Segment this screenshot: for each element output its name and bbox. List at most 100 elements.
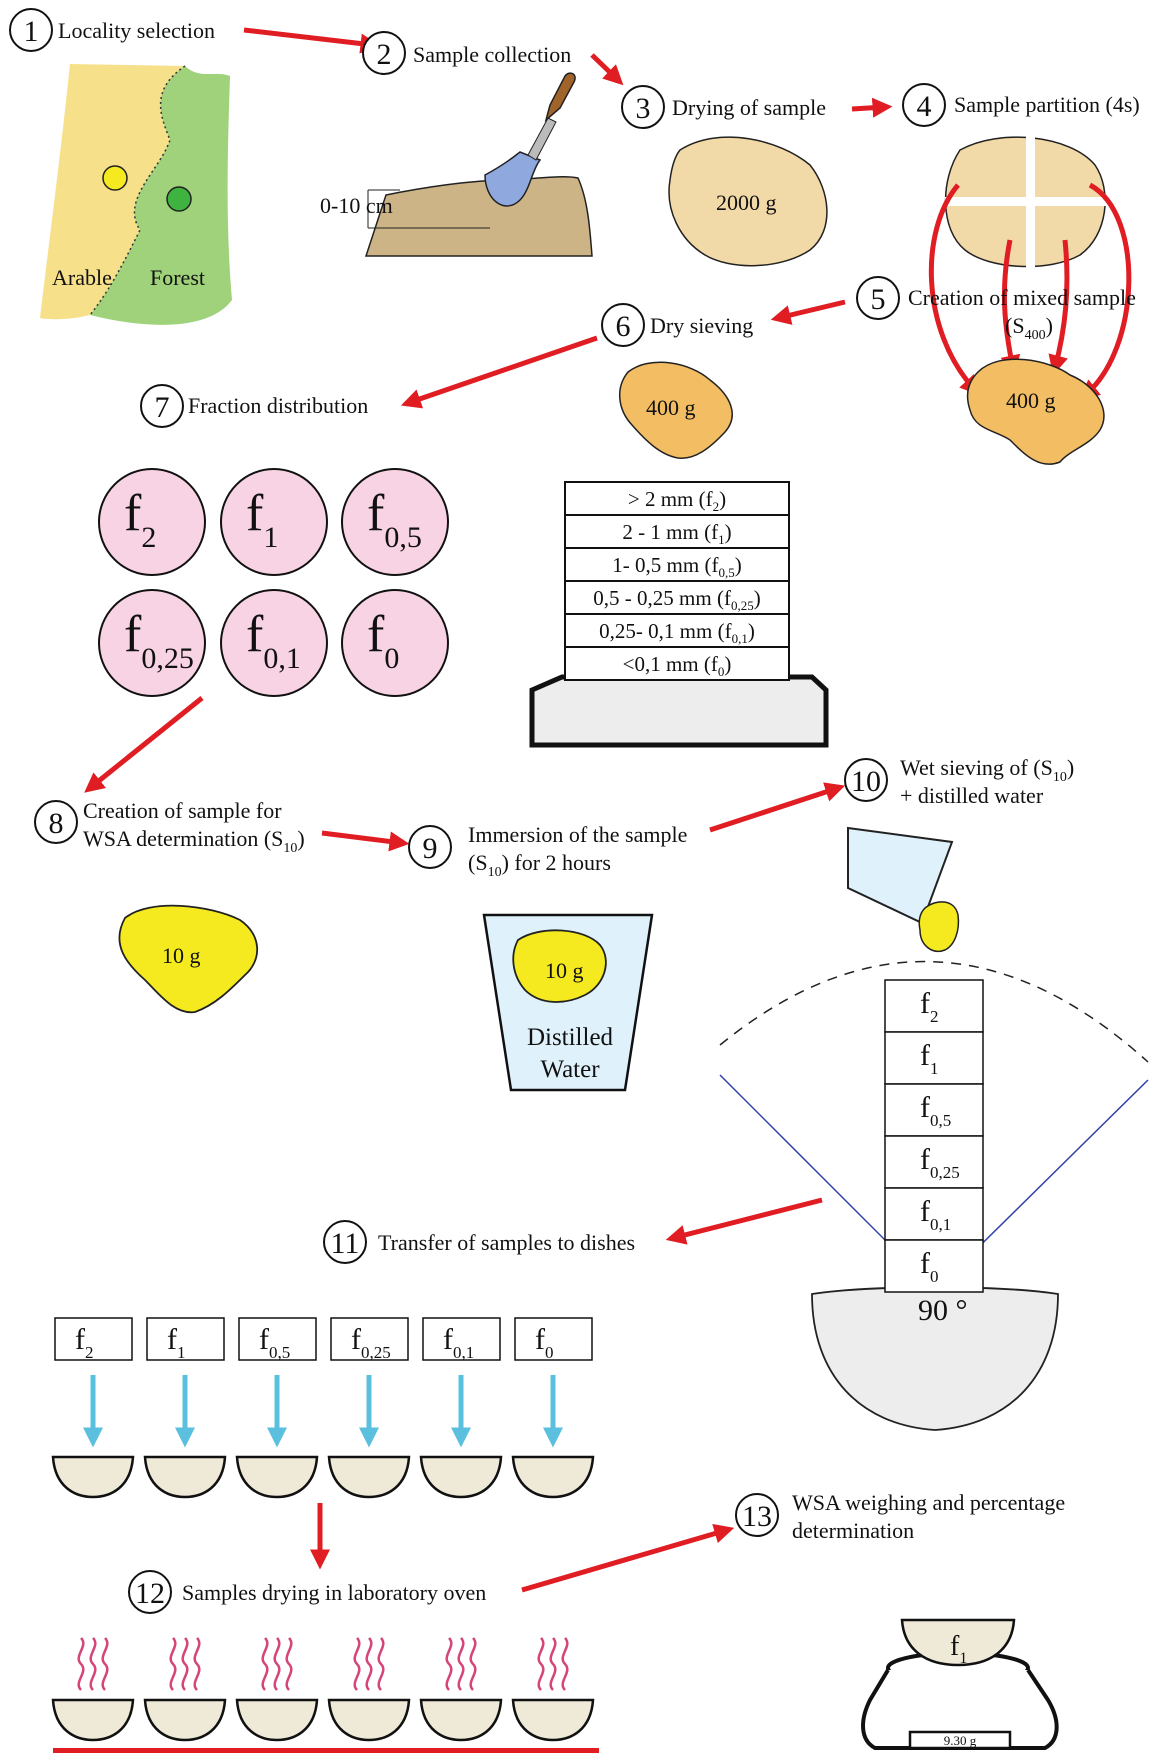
poured-sample <box>918 901 960 952</box>
step-number: 7 <box>155 391 170 424</box>
collection-dish <box>327 1455 411 1499</box>
step-label-line2: + distilled water <box>900 783 1044 808</box>
fraction-circle-label: f0,1 <box>246 606 301 675</box>
fraction-circle <box>220 468 328 576</box>
fraction-box-label: f0,1 <box>443 1323 474 1362</box>
step-9: 9 Immersion of the sample (S10) for 2 ho… <box>408 822 687 880</box>
step-number: 10 <box>851 765 881 798</box>
soil-profile-with-trowel: 0-10 cm <box>320 72 593 257</box>
sieve-layer-label: 0,25- 0,1 mm (f0,1) <box>599 619 755 646</box>
heat-waves <box>77 1637 109 1691</box>
step-label-line1: Immersion of the sample <box>468 822 687 847</box>
dried-sample: 2000 g <box>668 136 828 267</box>
arrow-2-3 <box>590 53 624 86</box>
wsa-mass: 10 g <box>162 943 201 968</box>
step-12: 12 Samples drying in laboratory oven <box>128 1570 486 1614</box>
collection-dish <box>511 1455 595 1499</box>
sieve-layer-label: <0,1 mm (f0) <box>623 652 732 679</box>
dry-sieve-sample: 400 g <box>619 361 733 459</box>
step-number-circle <box>140 384 184 428</box>
step-number-circle <box>362 31 406 75</box>
step-number-circle <box>128 1570 172 1614</box>
arrow-7-8 <box>84 696 204 793</box>
step-3: 3 Drying of sample <box>621 85 826 129</box>
fraction-box-label: f0,25 <box>351 1323 391 1362</box>
arrow-5-6 <box>770 299 846 325</box>
oven-shelf <box>53 1748 599 1753</box>
step-label: Sample partition (4s) <box>954 92 1140 117</box>
step-number-circle <box>902 83 946 127</box>
wet-sieve-layer-label: f1 <box>920 1039 939 1078</box>
step-label-line1: Creation of sample for <box>83 798 282 823</box>
fraction-circle <box>341 589 449 697</box>
fraction-circle <box>220 589 328 697</box>
step-1: 1 Locality selection <box>9 8 215 52</box>
scale-dish-label: f1 <box>950 1631 967 1667</box>
fraction-box-label: f2 <box>75 1323 94 1362</box>
sieve-layer-label: > 2 mm (f2) <box>628 487 726 514</box>
sieve-layer-label: 0,5 - 0,25 mm (f0,25) <box>593 586 760 613</box>
step-11: 11 Transfer of samples to dishes <box>323 1220 635 1264</box>
sieve-layer <box>564 547 790 582</box>
arrow-8-9 <box>321 830 410 852</box>
immersion-beaker: 10 g Distilled Water <box>482 913 654 1092</box>
step-label: Drying of sample <box>672 95 826 120</box>
step-number-circle <box>844 758 888 802</box>
mixed-mass: 400 g <box>1006 388 1056 413</box>
arrow-quarter-2 <box>1000 239 1021 376</box>
angle-label: 90 ° <box>918 1294 968 1327</box>
step-number: 5 <box>871 283 886 316</box>
step-label: Sample collection <box>413 42 571 67</box>
partitioned-sample <box>928 130 1132 400</box>
soil-mound <box>364 175 593 257</box>
wet-sieve-layer-label: f0,5 <box>920 1091 951 1130</box>
step-number: 13 <box>742 1500 772 1533</box>
step-number: 6 <box>616 310 631 343</box>
step-label-line2: determination <box>792 1518 914 1543</box>
wet-sieve-layer <box>884 1239 984 1293</box>
step-8: 8 Creation of sample for WSA determinati… <box>34 798 305 856</box>
step-number-circle <box>408 825 452 869</box>
arrow-3-4 <box>851 97 893 118</box>
step-label-line1: WSA weighing and percentage <box>792 1490 1065 1515</box>
locality-map: Arable Forest <box>40 64 232 325</box>
arable-region <box>40 64 185 320</box>
water-label-line1: Distilled <box>527 1024 614 1051</box>
step-number-circle <box>621 85 665 129</box>
collection-dish <box>51 1455 135 1499</box>
fraction-box <box>514 1317 593 1361</box>
step-number: 11 <box>331 1227 360 1260</box>
fraction-circle-label: f0 <box>367 606 399 675</box>
fraction-circle-label: f1 <box>246 485 278 554</box>
step-number: 9 <box>423 832 438 865</box>
water-label-line2: Water <box>540 1056 600 1083</box>
arrow-6-7 <box>400 335 598 409</box>
step-7: 7 Fraction distribution <box>140 384 368 428</box>
wsa-sample: 10 g <box>118 904 259 1014</box>
fraction-box-label: f0,5 <box>259 1323 290 1362</box>
trowel-blade <box>484 151 542 207</box>
step-number-circle <box>9 8 53 52</box>
trowel-handle <box>544 72 576 123</box>
forest-site-marker <box>166 186 192 212</box>
oven-dish <box>511 1698 595 1742</box>
arrow-10-11 <box>665 1197 823 1245</box>
collection-dish <box>419 1455 503 1499</box>
step-number-circle <box>735 1493 779 1537</box>
step-10: 10 Wet sieving of (S10) + distilled wate… <box>844 755 1074 808</box>
arrow-quarter-1 <box>928 183 981 396</box>
heat-waves <box>261 1637 293 1691</box>
oven-dish <box>419 1698 503 1742</box>
step-number: 12 <box>135 1577 165 1610</box>
step-number: 1 <box>24 15 39 48</box>
step-6: 6 Dry sieving <box>601 303 753 347</box>
step-13: 13 WSA weighing and percentage determina… <box>735 1490 1065 1543</box>
wet-sieve-layer-label: f2 <box>920 987 939 1026</box>
step-label: Samples drying in laboratory oven <box>182 1580 486 1605</box>
step-5: 5 Creation of mixed sample (S400) <box>856 276 1136 343</box>
fraction-box <box>238 1317 317 1361</box>
